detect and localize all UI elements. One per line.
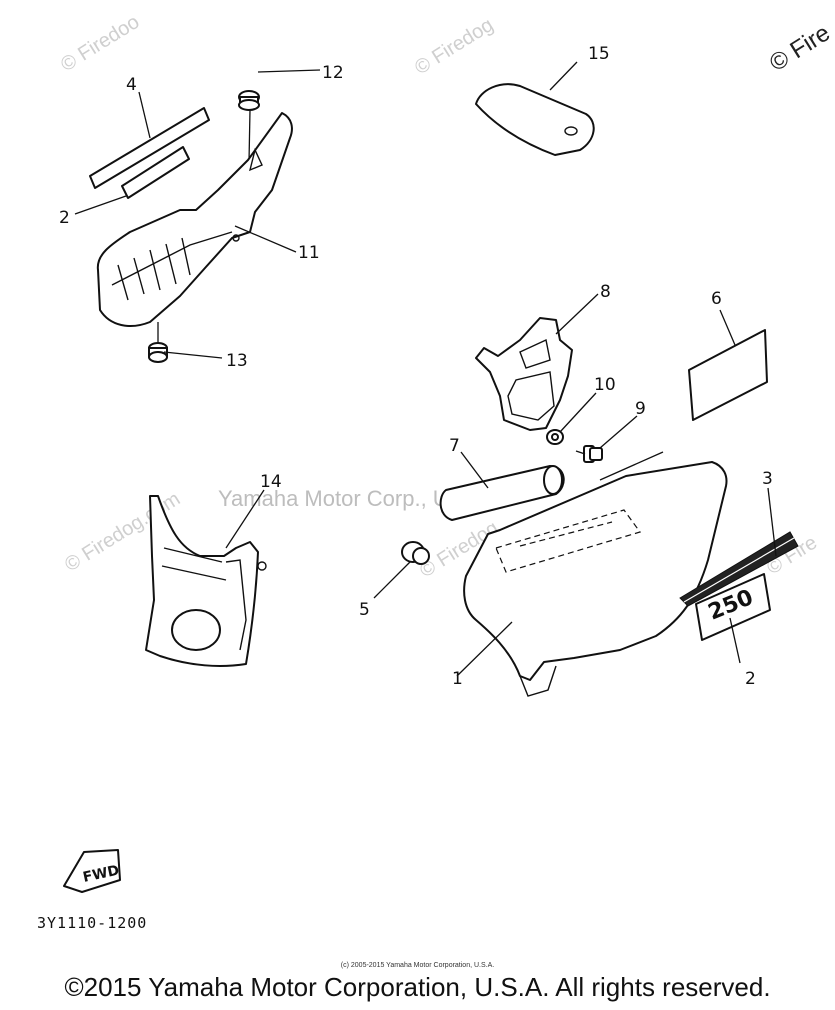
watermark-top-left: © Firedoo <box>57 11 143 76</box>
part-9-bolt <box>575 445 603 463</box>
part-2-emblem: 250 <box>695 573 771 641</box>
part-4-plate <box>89 107 210 189</box>
small-copyright: (c) 2005-2015 Yamaha Motor Corporation, … <box>340 962 495 969</box>
callout-11: 11 <box>298 243 320 263</box>
callout-10: 10 <box>594 375 616 395</box>
callout-2-right: 2 <box>745 669 756 689</box>
callout-13: 13 <box>226 351 248 371</box>
part-2-plate-left <box>121 146 190 199</box>
callout-1: 1 <box>452 669 463 689</box>
callout-8: 8 <box>600 282 611 302</box>
callout-15: 15 <box>588 44 610 64</box>
main-copyright: ©2015 Yamaha Motor Corporation, U.S.A. A… <box>64 972 771 1002</box>
part-13-grommet <box>148 342 168 363</box>
part-14-panel <box>145 495 267 667</box>
part-8-bracket <box>475 317 573 431</box>
watermark-top-right: © Fire <box>765 19 835 77</box>
part-12-grommet <box>238 90 260 111</box>
part-15-pad <box>475 83 595 156</box>
callout-2-left: 2 <box>59 208 70 228</box>
part-1-side-cover <box>463 461 728 697</box>
callout-4: 4 <box>126 75 137 95</box>
part-5-grommet <box>401 541 430 565</box>
callout-12: 12 <box>322 63 344 83</box>
callout-5: 5 <box>359 600 370 620</box>
fwd-arrow-icon: FWD <box>63 849 121 893</box>
part-10-washer <box>546 429 564 445</box>
part-11-side-cover <box>96 112 293 327</box>
part-6-sheet <box>688 329 768 421</box>
watermark-top-middle: © Firedog <box>411 14 497 79</box>
diagram-code: 3Y1110-1200 <box>37 914 148 932</box>
part-7-foam-tube <box>439 465 565 521</box>
callout-7: 7 <box>449 436 460 456</box>
callout-14: 14 <box>260 472 282 492</box>
callout-9: 9 <box>635 399 646 419</box>
callout-3: 3 <box>762 469 773 489</box>
fwd-label: FWD <box>82 863 121 886</box>
callout-6: 6 <box>711 289 722 309</box>
